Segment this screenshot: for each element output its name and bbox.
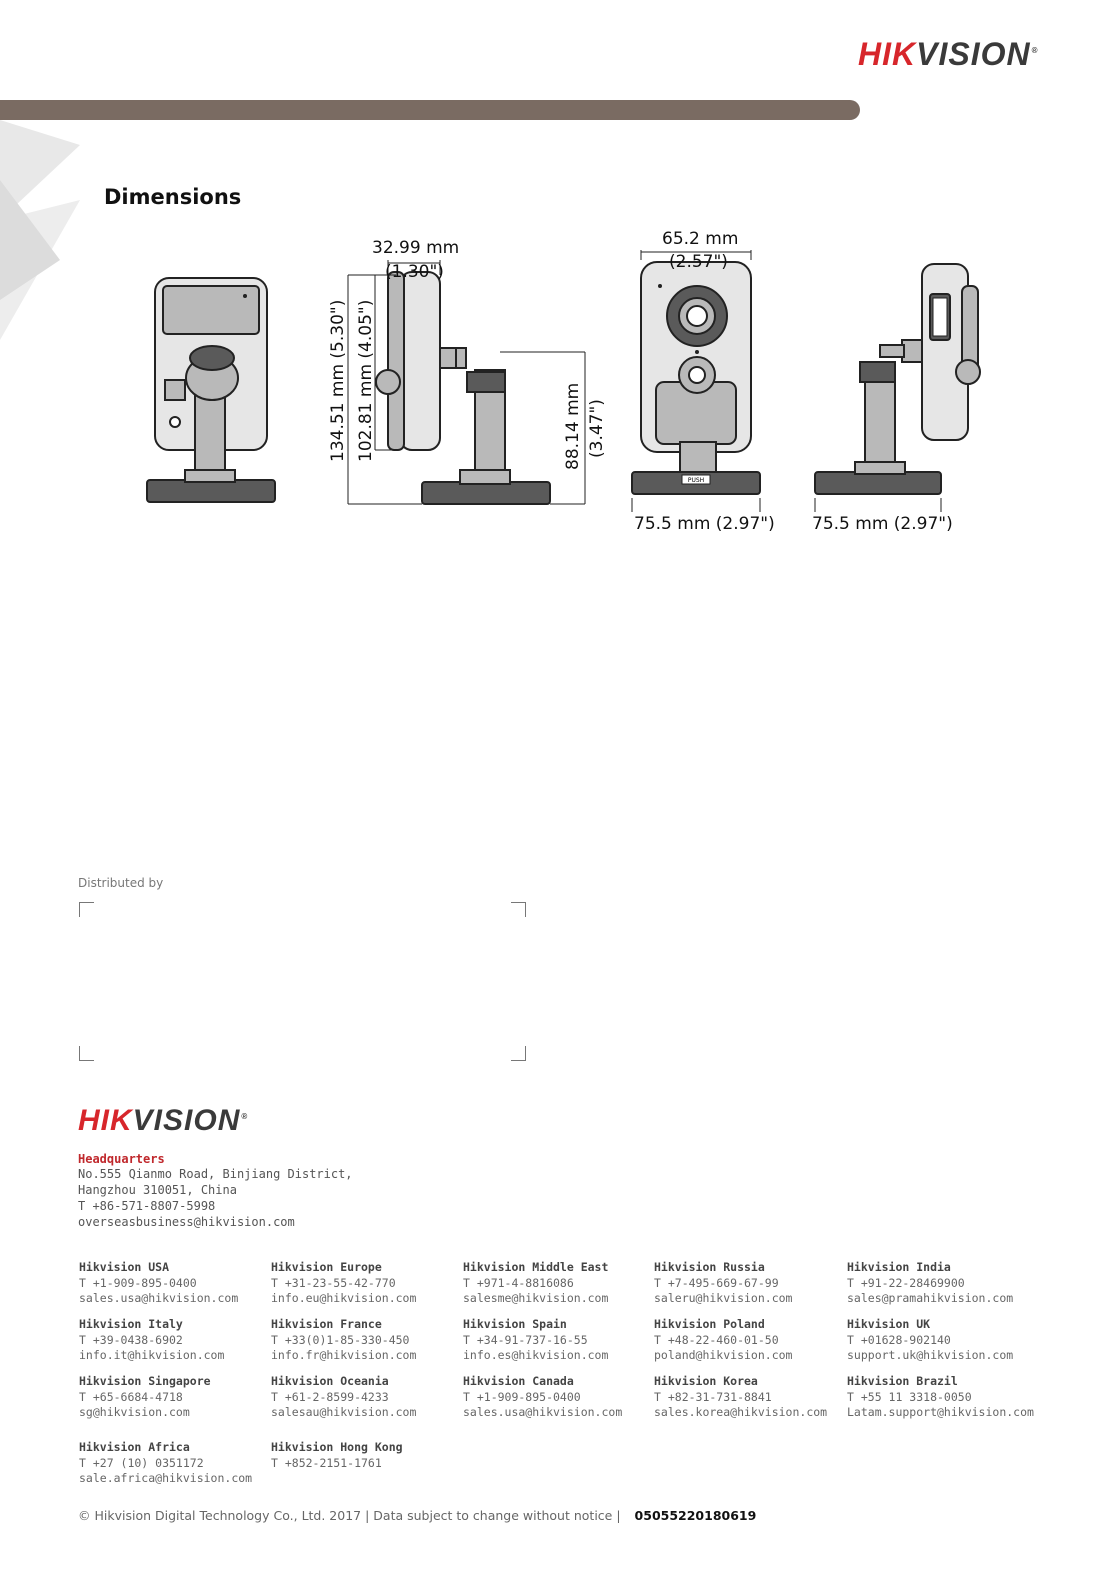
corner-bottom-left xyxy=(79,1046,94,1061)
header-logo: HIKVISION® xyxy=(858,36,1039,72)
base-width-front-label: 75.5 mm (2.97") xyxy=(634,514,775,534)
distributed-by-label: Distributed by xyxy=(78,876,164,890)
headquarters-block: Headquarters No.555 Qianmo Road, Binjian… xyxy=(78,1152,353,1230)
dimension-drawings: PUSH xyxy=(146,250,981,512)
stand-height-inch-label: (3.47") xyxy=(587,399,607,458)
copyright-text: © Hikvision Digital Technology Co., Ltd.… xyxy=(78,1508,621,1523)
corner-top-left xyxy=(79,902,94,917)
total-height-label: 134.51 mm (5.30") xyxy=(328,299,348,462)
footer-logo: HIKVISION® xyxy=(78,1104,249,1137)
footer: © Hikvision Digital Technology Co., Ltd.… xyxy=(78,1508,756,1523)
document-code: 05055220180619 xyxy=(634,1508,757,1523)
front-width-inch-label: (2.57") xyxy=(669,252,728,272)
headquarters-label: Headquarters xyxy=(78,1152,165,1166)
back-view-drawing xyxy=(146,277,276,503)
depth-inch-label: (1.30") xyxy=(385,262,444,282)
headquarters-email: overseasbusiness@hikvision.com xyxy=(78,1215,295,1229)
front-width-label: 65.2 mm xyxy=(662,229,739,249)
body-height-label: 102.81 mm (4.05") xyxy=(356,299,376,462)
decorative-triangles xyxy=(0,120,80,340)
stand-height-label: 88.14 mm xyxy=(563,382,583,470)
side-view-right-drawing xyxy=(814,263,981,512)
headquarters-line: Hangzhou 310051, China xyxy=(78,1183,237,1197)
section-title: Dimensions xyxy=(104,185,242,209)
corner-top-right xyxy=(511,902,526,917)
side-view-left-drawing xyxy=(347,260,586,505)
corner-bottom-right xyxy=(511,1046,526,1061)
front-view-drawing: PUSH xyxy=(631,250,761,512)
depth-label: 32.99 mm xyxy=(372,238,460,258)
headquarters-line: No.555 Qianmo Road, Binjiang District, xyxy=(78,1167,353,1181)
header-band xyxy=(0,100,860,120)
base-width-side-label: 75.5 mm (2.97") xyxy=(812,514,953,534)
headquarters-line: T +86-571-8807-5998 xyxy=(78,1199,216,1213)
push-label: PUSH xyxy=(688,477,704,484)
